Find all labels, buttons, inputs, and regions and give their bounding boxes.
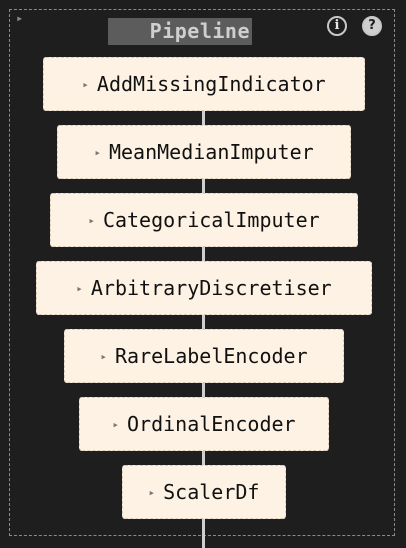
step-label: MeanMedianImputer — [108, 140, 314, 164]
expand-triangle-icon: ▸ — [148, 485, 156, 499]
step-scaler-df[interactable]: ▸ ScalerDf — [122, 465, 286, 519]
step-label: ArbitraryDiscretiser — [90, 276, 332, 300]
expand-triangle-icon: ▸ — [100, 349, 107, 363]
expand-triangle-icon: ▸ — [76, 281, 83, 295]
step-label: CategoricalImputer — [102, 208, 320, 232]
step-arbitrary-discretiser[interactable]: ▸ ArbitraryDiscretiser — [36, 261, 372, 315]
pipeline-connector-line — [202, 90, 205, 548]
step-rare-label-encoder[interactable]: ▸ RareLabelEncoder — [64, 329, 344, 383]
info-icon[interactable]: i — [327, 16, 347, 36]
step-add-missing-indicator[interactable]: ▸ AddMissingIndicator — [43, 57, 365, 111]
pipeline-expand-caret-icon[interactable]: ▸ — [16, 11, 24, 25]
step-label: OrdinalEncoder — [127, 412, 296, 436]
expand-triangle-icon: ▸ — [112, 417, 120, 431]
expand-triangle-icon: ▸ — [88, 213, 95, 227]
expand-triangle-icon: ▸ — [94, 145, 101, 159]
help-icon[interactable]: ? — [362, 16, 382, 36]
step-label: RareLabelEncoder — [114, 344, 308, 368]
step-mean-median-imputer[interactable]: ▸ MeanMedianImputer — [57, 125, 351, 179]
step-categorical-imputer[interactable]: ▸ CategoricalImputer — [50, 193, 358, 247]
pipeline-title[interactable]: Pipeline — [108, 18, 252, 45]
step-ordinal-encoder[interactable]: ▸ OrdinalEncoder — [79, 397, 329, 451]
step-label: AddMissingIndicator — [96, 72, 326, 96]
expand-triangle-icon: ▸ — [82, 77, 89, 91]
step-label: ScalerDf — [163, 480, 260, 504]
